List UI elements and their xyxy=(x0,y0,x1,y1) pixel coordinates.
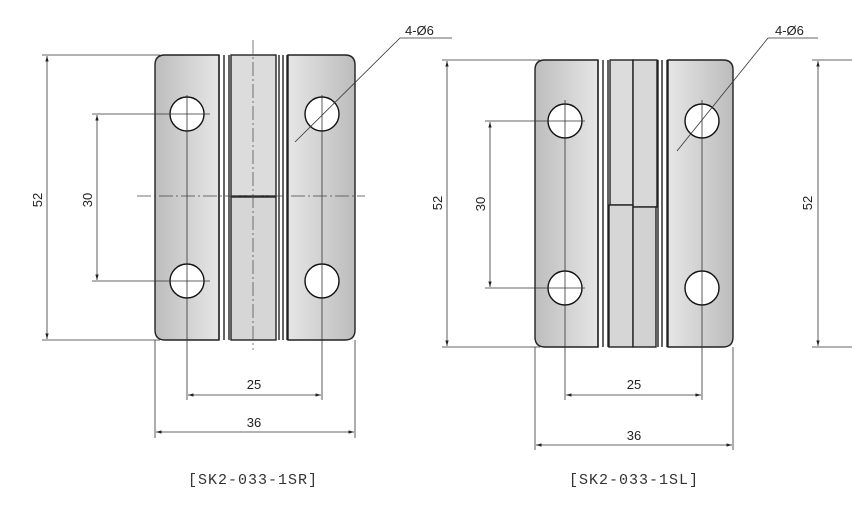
model-label: [SK2-033-1SR] xyxy=(188,472,318,489)
dim-holes: 4-Ø6 xyxy=(775,23,804,38)
hinge-body xyxy=(137,40,365,350)
dim-hole-pitch-horizontal: 25 xyxy=(247,377,261,392)
hinge-body xyxy=(534,59,734,348)
dim-height: 52 xyxy=(30,193,45,207)
dim-hole-pitch-vertical: 30 xyxy=(80,193,95,207)
hinge-drawing-sl: 52 30 25 36 4-Ø6 [SK2-033-1SL] xyxy=(430,23,818,489)
hinge-drawing-sr: 52 30 25 36 4-Ø6 [SK2-033-1SR] xyxy=(30,23,452,489)
dim-hole-pitch-vertical: 30 xyxy=(473,197,488,211)
model-label: [SK2-033-1SL] xyxy=(569,472,699,489)
dim-holes: 4-Ø6 xyxy=(405,23,434,38)
dim-width: 36 xyxy=(627,428,641,443)
dim-width: 36 xyxy=(247,415,261,430)
hinge-drawing-partial: 52 xyxy=(800,59,852,348)
dim-hole-pitch-horizontal: 25 xyxy=(627,377,641,392)
dim-height: 52 xyxy=(800,196,815,210)
dim-height: 52 xyxy=(430,196,445,210)
